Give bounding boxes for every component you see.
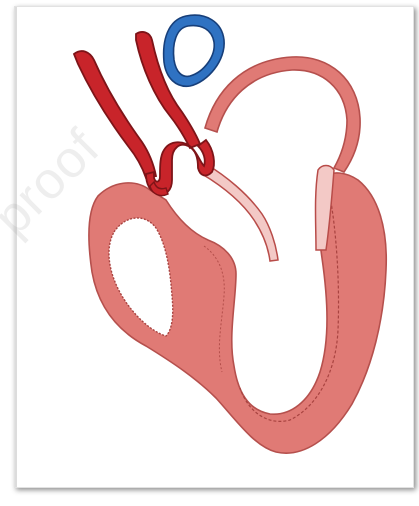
heart-body <box>89 173 386 453</box>
outer-wall-arch <box>205 57 360 172</box>
blue-vessel-ring <box>164 15 225 86</box>
